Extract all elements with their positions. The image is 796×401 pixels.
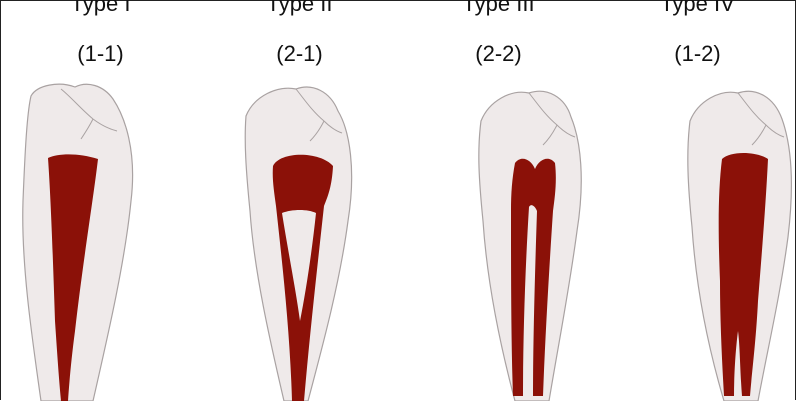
panel-type-iv: Type IV (1-2) [598,1,796,401]
panel-type-i: Type I (1-1) [1,1,200,401]
panel-type-iii: Type III (2-2) [399,1,598,401]
tooth-illustration-type-iii [399,1,598,401]
tooth-illustration-type-i [1,1,200,401]
tooth-illustration-type-iv [598,1,796,401]
panel-type-ii: Type II (2-1) [200,1,399,401]
tooth-body [479,91,581,401]
tooth-illustration-type-ii [200,1,399,401]
